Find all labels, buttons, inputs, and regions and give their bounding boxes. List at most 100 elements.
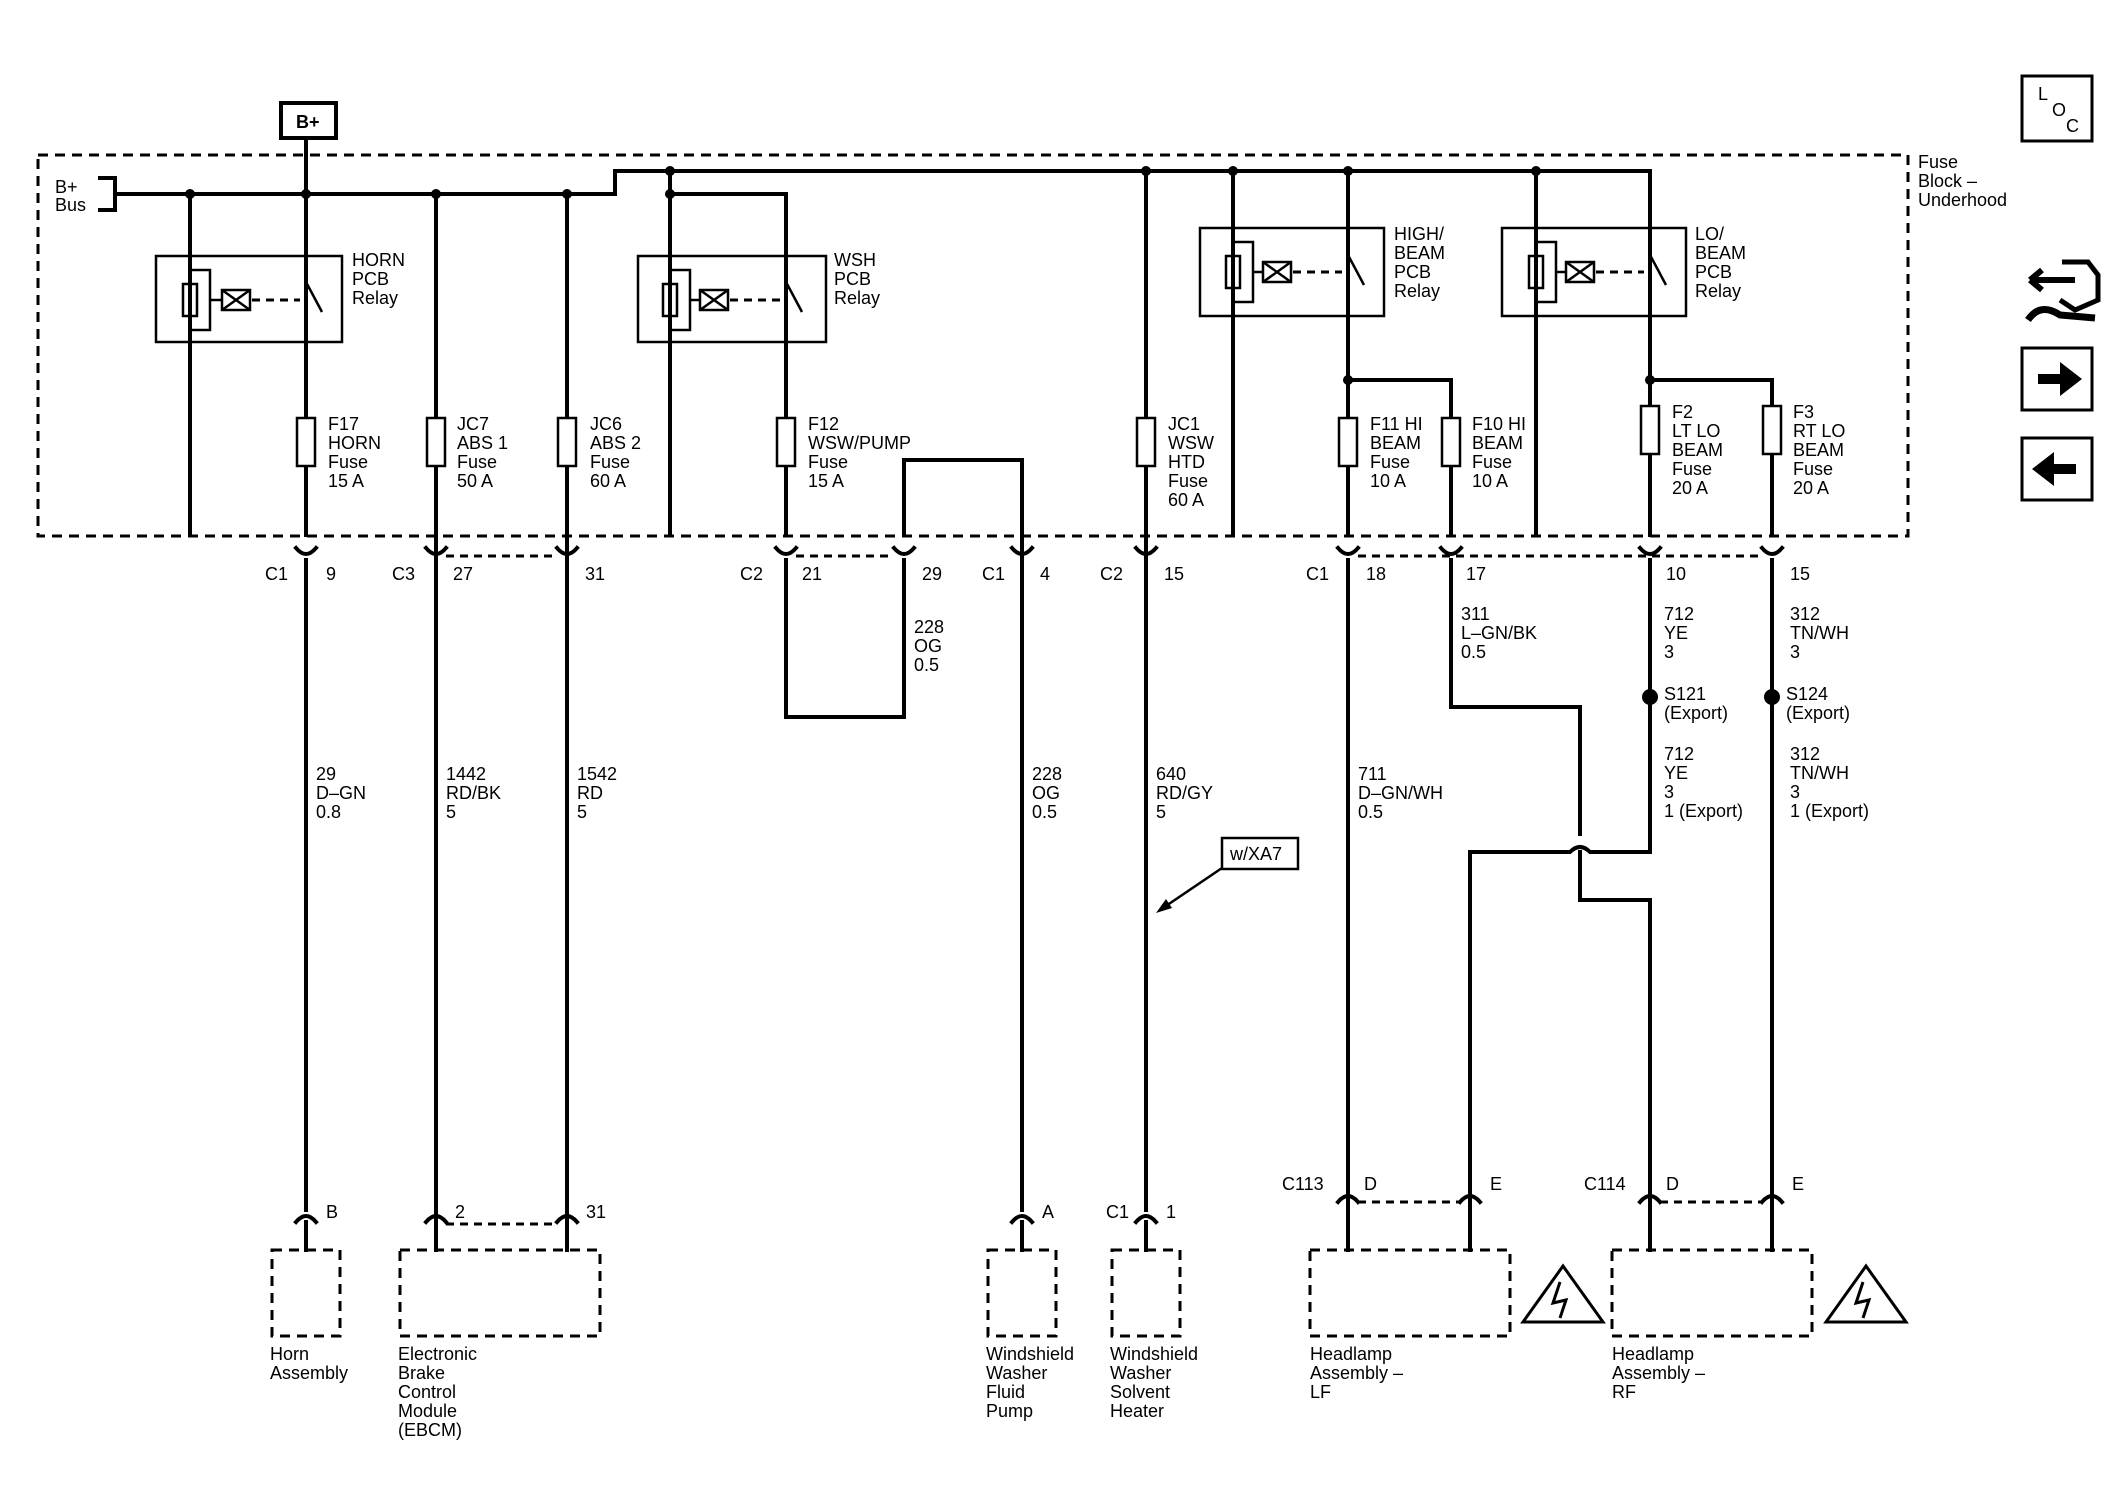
lo-relay-switch bbox=[1648, 254, 1668, 286]
high-relay-switch bbox=[1346, 254, 1366, 286]
warning-lf-icon bbox=[1520, 1263, 1606, 1324]
svg-text:E: E bbox=[1792, 1174, 1804, 1194]
bus-label: B+Bus bbox=[55, 177, 86, 215]
svg-text:D: D bbox=[1364, 1174, 1377, 1194]
option-callout-arrow bbox=[1159, 866, 1223, 912]
svg-text:C113: C113 bbox=[1282, 1174, 1324, 1194]
bus-bar-left bbox=[113, 169, 1652, 196]
bottom-connector-stubs bbox=[304, 1200, 1774, 1252]
fuse-f17 bbox=[295, 416, 317, 468]
high-beam-junction bbox=[1343, 375, 1353, 385]
bus-bracket bbox=[98, 176, 117, 212]
lo-beam-split bbox=[1648, 314, 1774, 537]
svg-text:B: B bbox=[326, 1202, 338, 1222]
fuse-f10 bbox=[1440, 416, 1462, 468]
washer-pump-box bbox=[986, 1248, 1058, 1338]
bus-junctions bbox=[185, 166, 1541, 199]
svg-text:21: 21 bbox=[802, 564, 822, 584]
horn-relay-resistor bbox=[181, 282, 199, 318]
svg-text:9: 9 bbox=[326, 564, 336, 584]
svg-text:C2: C2 bbox=[740, 564, 763, 584]
headlamp-rf-box bbox=[1610, 1248, 1814, 1338]
svg-text:10: 10 bbox=[1666, 564, 1686, 584]
high-relay-resistor bbox=[1224, 254, 1242, 290]
fuse-jc7 bbox=[425, 416, 447, 468]
svg-text:C: C bbox=[2066, 116, 2079, 136]
option-callout-label: w/XA7 bbox=[1229, 844, 1282, 864]
svg-text:C1: C1 bbox=[265, 564, 288, 584]
fuse-jc6 bbox=[556, 416, 578, 468]
svg-text:29D–GN0.8: 29D–GN0.8 bbox=[316, 764, 366, 822]
svg-text:E: E bbox=[1490, 1174, 1502, 1194]
high-coil-wires bbox=[1233, 240, 1263, 304]
lo-relay-resistor bbox=[1527, 254, 1545, 290]
horn-assembly-box bbox=[270, 1248, 342, 1338]
svg-text:C3: C3 bbox=[392, 564, 415, 584]
connector-tools-icon[interactable] bbox=[2025, 259, 2101, 323]
svg-text:S124(Export): S124(Export) bbox=[1786, 684, 1850, 723]
svg-text:C1: C1 bbox=[982, 564, 1005, 584]
wsw-pump-loop bbox=[784, 458, 1024, 1212]
bottom-connector-cups bbox=[293, 1194, 1785, 1225]
option-callout-box bbox=[1220, 836, 1300, 871]
high-coil-x bbox=[1262, 260, 1292, 284]
svg-text:15: 15 bbox=[1790, 564, 1810, 584]
loc-icon[interactable]: L O C bbox=[2020, 74, 2094, 143]
svg-text:C114: C114 bbox=[1584, 1174, 1626, 1194]
fuse-f11 bbox=[1337, 416, 1359, 468]
svg-text:4: 4 bbox=[1040, 564, 1050, 584]
horn-coil-wires bbox=[190, 268, 222, 332]
svg-text:A: A bbox=[1042, 1202, 1054, 1222]
fuse-jc1 bbox=[1135, 416, 1157, 468]
top-connector-cups bbox=[293, 545, 1785, 556]
splice-labels: S121(Export) S124(Export) bbox=[1664, 684, 1850, 723]
svg-text:31: 31 bbox=[585, 564, 605, 584]
arrow-right-icon[interactable] bbox=[2020, 346, 2094, 412]
svg-text:C1: C1 bbox=[1106, 1202, 1129, 1222]
svg-text:L: L bbox=[2038, 84, 2048, 104]
ebcm-box bbox=[398, 1248, 602, 1338]
horn-coil-x bbox=[221, 288, 251, 312]
svg-text:31: 31 bbox=[586, 1202, 606, 1222]
svg-text:C2: C2 bbox=[1100, 564, 1123, 584]
svg-text:1: 1 bbox=[1166, 1202, 1176, 1222]
arrow-left-icon[interactable] bbox=[2020, 436, 2094, 502]
svg-text:17: 17 bbox=[1466, 564, 1486, 584]
fuse-f12 bbox=[775, 416, 797, 468]
battery-label: B+ bbox=[296, 112, 320, 132]
svg-text:O: O bbox=[2052, 100, 2066, 120]
fuse-block-boundary bbox=[36, 153, 1910, 538]
headlamp-lf-box bbox=[1308, 1248, 1512, 1338]
svg-text:29: 29 bbox=[922, 564, 942, 584]
lo-coil-x bbox=[1565, 260, 1595, 284]
horn-relay-switch bbox=[304, 281, 324, 313]
svg-text:D: D bbox=[1666, 1174, 1679, 1194]
splice-s124 bbox=[1764, 689, 1780, 705]
